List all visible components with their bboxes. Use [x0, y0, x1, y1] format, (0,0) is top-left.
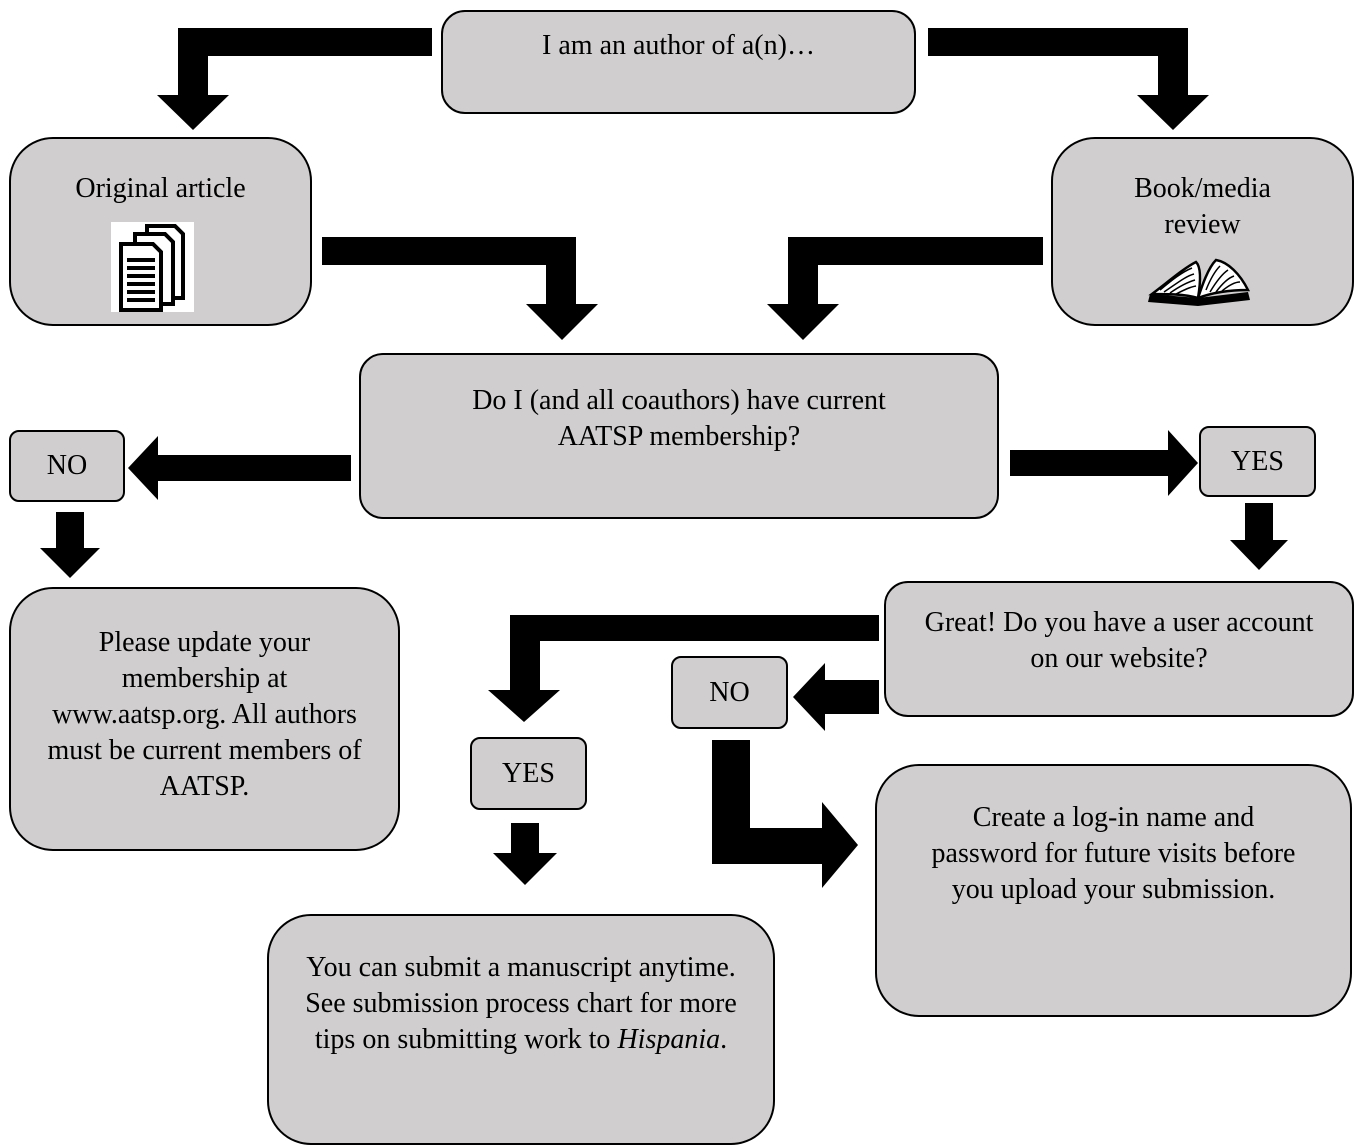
- stacked-documents-icon: [111, 222, 194, 312]
- account-no-box: NO: [671, 656, 788, 729]
- create-login-box: Create a log-in name and password for fu…: [875, 764, 1352, 1017]
- arrow-account-to-no: [793, 663, 879, 731]
- membership-question-label: Do I (and all coauthors) have current AA…: [472, 385, 886, 452]
- membership-yes-box: YES: [1199, 426, 1316, 497]
- arrow-start-to-article: [157, 28, 432, 130]
- open-book-icon: [1148, 258, 1251, 306]
- account-yes-box: YES: [470, 737, 587, 810]
- account-question-box: Great! Do you have a user account on our…: [884, 581, 1354, 717]
- account-no-label: NO: [709, 676, 750, 708]
- account-yes-label: YES: [502, 757, 555, 789]
- membership-yes-label: YES: [1231, 445, 1284, 477]
- arrow-question-to-yes: [1010, 430, 1198, 496]
- create-login-label: Create a log-in name and password for fu…: [931, 802, 1296, 905]
- arrow-yes-to-submit: [493, 823, 557, 885]
- account-question-label: Great! Do you have a user account on our…: [924, 607, 1314, 674]
- update-membership-label: Please update your membership at www.aat…: [47, 627, 362, 802]
- arrow-start-to-review: [928, 28, 1209, 130]
- arrow-no-to-create: [712, 740, 858, 888]
- submit-anytime-period: .: [720, 1024, 728, 1055]
- update-membership-box: Please update your membership at www.aat…: [9, 587, 400, 851]
- arrow-review-to-question: [767, 237, 1043, 340]
- membership-question-box: Do I (and all coauthors) have current AA…: [359, 353, 999, 519]
- submit-anytime-text: You can submit a manuscript anytime. See…: [305, 952, 737, 1055]
- journal-title: Hispania: [617, 1024, 721, 1055]
- arrow-yes-to-account: [1230, 503, 1288, 570]
- submit-anytime-label: You can submit a manuscript anytime. See…: [299, 950, 743, 1058]
- submit-anytime-box: You can submit a manuscript anytime. See…: [267, 914, 775, 1145]
- membership-no-box: NO: [9, 430, 125, 502]
- arrow-account-to-yes: [488, 615, 879, 722]
- start-box: I am an author of a(n)…: [441, 10, 916, 114]
- arrow-article-to-question: [322, 237, 598, 340]
- arrow-question-to-no: [128, 436, 351, 500]
- original-article-label: Original article: [75, 173, 246, 204]
- arrow-no-to-update: [40, 512, 100, 578]
- book-review-label: Book/media review: [1134, 173, 1271, 240]
- start-label: I am an author of a(n)…: [542, 30, 815, 61]
- membership-no-label: NO: [46, 450, 88, 481]
